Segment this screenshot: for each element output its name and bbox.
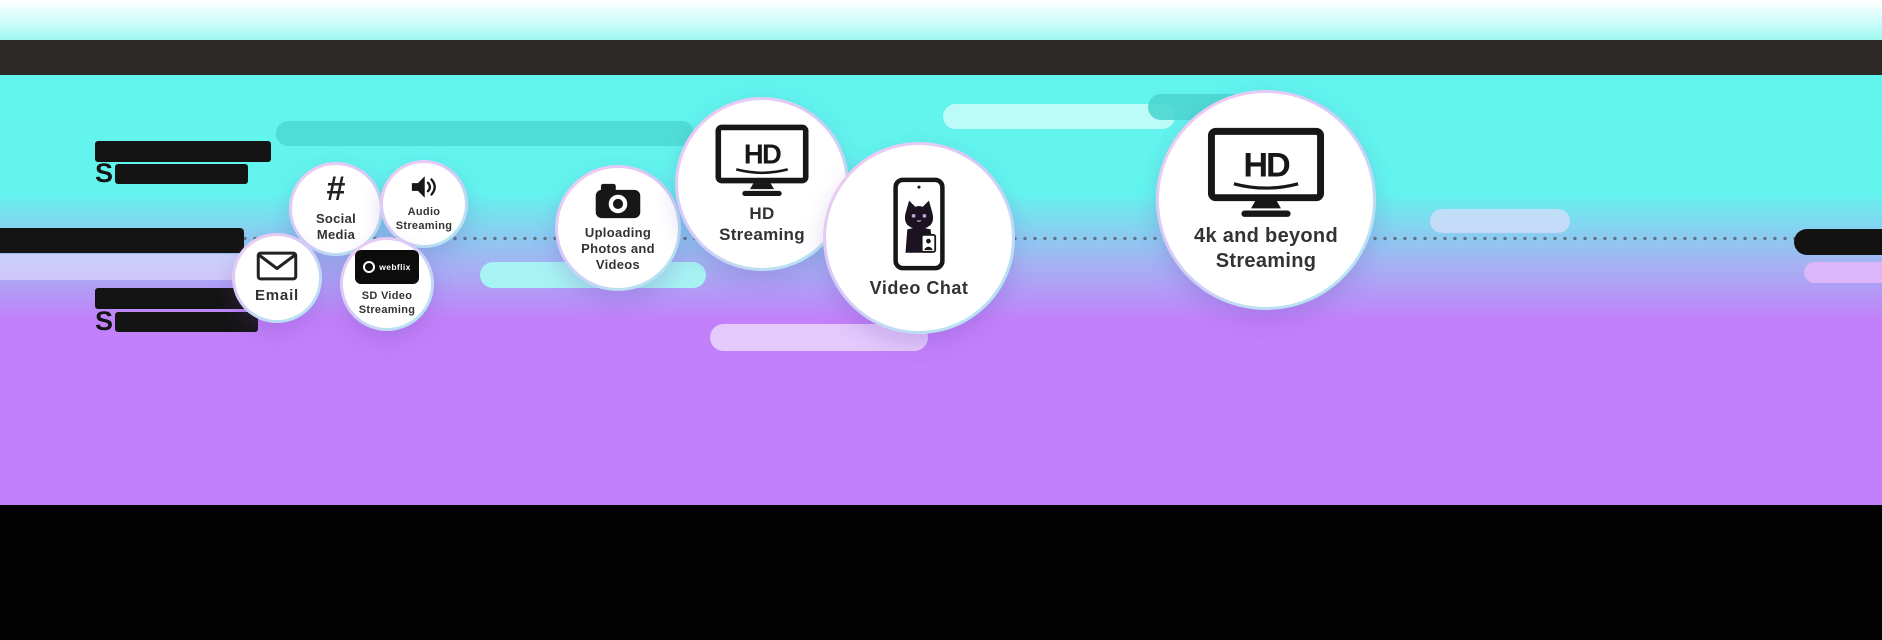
tv-screen-text: HD xyxy=(1243,146,1290,184)
bubble-sd-video-streaming: webflix SD Video Streaming xyxy=(340,237,434,331)
redacted-line-letter: S xyxy=(95,158,114,188)
redacted-text-bar xyxy=(115,163,249,184)
redacted-text-bar xyxy=(0,228,244,253)
top-gradient-band xyxy=(0,0,1882,40)
bubble-4k-streaming: HD 4k and beyond Streaming xyxy=(1156,90,1376,310)
decor-pill xyxy=(1804,262,1882,283)
speaker-icon xyxy=(411,176,436,198)
bottom-black-band xyxy=(0,505,1882,640)
envelope-icon xyxy=(256,251,298,281)
decor-pill xyxy=(1430,209,1570,233)
bubble-label: Video Chat xyxy=(869,277,969,298)
phone-video-call-icon xyxy=(893,177,945,271)
webflix-ring-icon xyxy=(363,261,376,274)
decor-pill xyxy=(276,121,694,146)
redacted-text-line: S xyxy=(95,158,249,188)
redacted-text-bar xyxy=(115,311,259,332)
webflix-badge-icon: webflix xyxy=(355,250,419,285)
decor-pill xyxy=(943,104,1175,129)
bubble-label: Email xyxy=(254,286,300,304)
bubble-hd-streaming: HD HD Streaming xyxy=(675,97,849,271)
bubble-label: Uploading Photos and Videos xyxy=(581,224,655,273)
webflix-badge-label: webflix xyxy=(379,262,411,273)
bubble-label: 4k and beyond Streaming xyxy=(1194,225,1338,272)
tv-screen-text: HD xyxy=(744,138,781,169)
redacted-line-letter: S xyxy=(95,306,114,336)
redacted-text-line: S xyxy=(95,306,259,336)
bubble-uploading-photos: Uploading Photos and Videos xyxy=(555,165,681,291)
bubble-audio-streaming: Audio Streaming xyxy=(380,160,468,248)
hashtag-icon: # xyxy=(326,170,346,209)
decor-pill xyxy=(1794,229,1882,255)
bubble-label: Audio Streaming xyxy=(395,206,453,232)
bubble-label: SD Video Streaming xyxy=(358,290,416,316)
redacted-text-bar xyxy=(95,141,271,162)
bubble-video-chat: Video Chat xyxy=(823,142,1015,334)
decor-pill xyxy=(0,254,270,280)
tv-hd-icon: HD xyxy=(715,124,809,196)
bubble-email: Email xyxy=(232,233,322,323)
camera-icon xyxy=(595,183,641,218)
bubble-label: HD Streaming xyxy=(719,203,805,244)
top-dark-bar xyxy=(0,40,1882,75)
tv-hd-icon: HD xyxy=(1207,127,1325,217)
bubble-label: Social Media xyxy=(315,211,357,243)
